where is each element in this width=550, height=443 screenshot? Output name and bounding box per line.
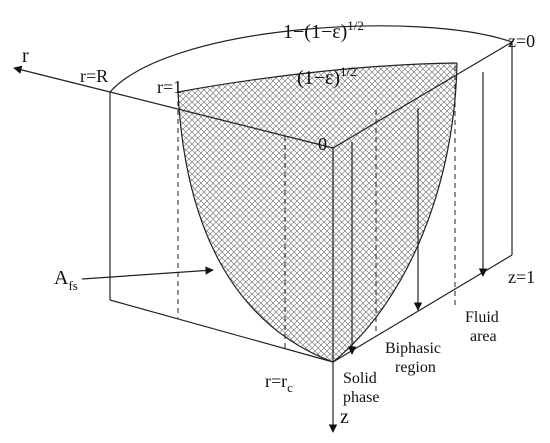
solid-boundary-curve [177, 91, 334, 363]
biphasic-region-label-line1: Biphasic [385, 340, 441, 357]
solid-phase-front-face [178, 92, 333, 362]
z1-label: z=1 [508, 267, 535, 287]
r-axis-label: r [22, 45, 29, 67]
solid-phase-top-surface [178, 63, 457, 148]
top-left-edge [109, 91, 334, 149]
top-formula-inner-base: (1−ε) [297, 67, 340, 89]
z-axis-label: z [340, 406, 349, 428]
afs-label: Afs [54, 267, 78, 293]
afs-label-sub: fs [68, 278, 77, 293]
top-formula-outer: 1−(1−ε)1/2 [283, 18, 364, 43]
top-formula-outer-base: 1−(1−ε) [283, 21, 347, 43]
inner-arc-top [177, 62, 458, 93]
top-formula-inner-exp: 1/2 [340, 64, 357, 79]
solid-phase-label-line1: Solid [343, 370, 377, 387]
outer-arc-top [109, 25, 513, 93]
bottom-left-edge [109, 299, 334, 363]
afs-pointer-arrow [81, 266, 214, 280]
r-equals-1-label: r=1 [157, 77, 182, 97]
rc-label-main: r=r [265, 371, 287, 391]
solid-phase-side-face [333, 63, 457, 362]
r-axis [13, 65, 111, 93]
z0-label: z=0 [508, 31, 535, 51]
origin-label: 0 [318, 134, 327, 154]
top-formula-outer-exp: 1/2 [347, 18, 364, 33]
solid-phase-label-line2: phase [343, 389, 379, 406]
biphasic-region-label-line2: region [395, 359, 436, 376]
fluid-area-label-line2: area [470, 328, 497, 345]
rc-label-sub: c [287, 380, 293, 395]
rc-label: r=rc [265, 371, 293, 395]
r-equals-R-label: r=R [80, 66, 108, 86]
solid-boundary-curve-right [332, 62, 458, 363]
top-right-edge [332, 41, 513, 149]
fluid-area-label-line1: Fluid [465, 309, 499, 326]
top-formula-inner: (1−ε)1/2 [297, 64, 357, 89]
afs-label-main: A [54, 267, 69, 289]
